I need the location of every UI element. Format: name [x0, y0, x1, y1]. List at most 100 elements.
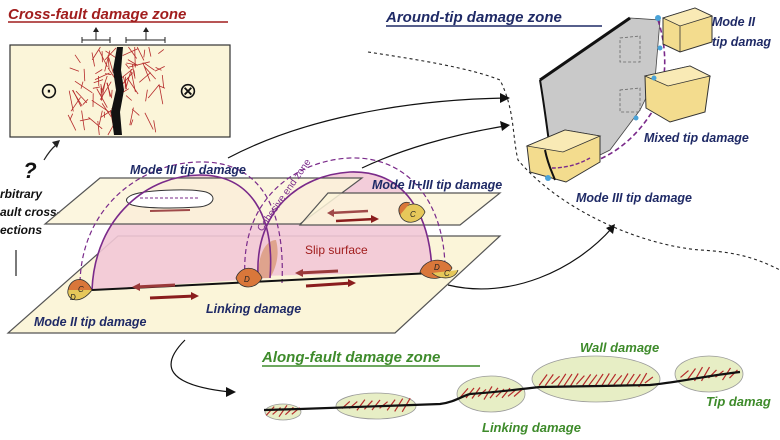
inset-fracture — [125, 95, 132, 101]
along-fracture — [619, 373, 629, 387]
connector-arrows — [170, 97, 613, 393]
tip-mode2-label-line1: Mode II — [712, 15, 756, 29]
inset-fracture — [154, 66, 165, 72]
along-fracture — [631, 373, 641, 387]
tip-point-1 — [655, 15, 661, 21]
zone-c-label-4: C — [410, 210, 416, 219]
along-fracture — [569, 373, 579, 387]
along-fracture — [551, 375, 561, 385]
along-fracture — [563, 373, 573, 387]
inset-fracture — [143, 62, 155, 71]
inset-fracture — [80, 81, 84, 89]
inset-fracture — [125, 63, 130, 70]
damage-ellipse-5 — [674, 355, 744, 393]
inset-fracture — [74, 80, 93, 94]
inset-fracture — [126, 62, 136, 66]
along-fracture — [575, 375, 585, 385]
along-fracture — [687, 368, 696, 380]
arbitrary-text-line2: ault cross- — [0, 205, 61, 219]
along-fracture — [356, 399, 366, 411]
inset-fracture — [143, 49, 146, 58]
inset-fracture — [125, 68, 132, 88]
along-fracture — [600, 373, 610, 387]
mode3-tip-label: Mode III tip damage — [130, 163, 246, 177]
inset-fracture — [98, 49, 108, 68]
inset-fracture — [126, 77, 139, 95]
linking-damage-label: Linking damage — [206, 302, 301, 316]
tip-point-2 — [657, 45, 663, 51]
along-fracture — [594, 373, 604, 387]
inset-fracture — [144, 112, 154, 130]
cohesive-outline-left — [79, 161, 283, 291]
linking-damage-lobe — [235, 267, 263, 288]
along-fracture — [371, 399, 381, 411]
arrowhead-4-icon — [226, 387, 236, 397]
inset-fracture — [158, 85, 164, 105]
slip-arrow-4 — [305, 281, 353, 288]
along-fracture — [588, 374, 598, 386]
tip-mode2-label-line2: tip damag — [712, 35, 771, 49]
inset-fracture — [97, 120, 100, 136]
inset-fracture — [107, 67, 115, 79]
inset-fracture — [106, 82, 112, 97]
inset-fracture — [134, 46, 136, 68]
tip-point-3 — [651, 75, 657, 81]
inset-fracture — [130, 119, 134, 126]
inset-fracture — [107, 55, 110, 70]
tip-fault-edge — [539, 16, 631, 82]
zone-d-label-1: D — [70, 293, 76, 302]
along-fracture — [538, 374, 548, 386]
slip-arrow-3 — [297, 269, 339, 275]
into-page-icon: ⊗ — [179, 79, 197, 104]
damage-ellipse-3 — [456, 375, 526, 413]
slip-arrow-1 — [134, 283, 176, 289]
mode3-tip-blob — [126, 189, 214, 209]
inset-pointer-line — [43, 144, 57, 161]
inset-fracture — [95, 69, 103, 75]
inset-fracture — [161, 75, 165, 88]
inset-fracture — [108, 57, 114, 73]
inset-fracture — [133, 70, 136, 79]
inset-fracture — [79, 118, 91, 122]
inset-fracture — [75, 90, 88, 104]
mixed-tip-label: Mixed tip damage — [644, 131, 749, 145]
inset-pointer-arrow-icon — [52, 140, 60, 148]
arbitrary-text-line1: rbitrary — [0, 187, 43, 201]
arrow-to-around-tip-2 — [361, 125, 506, 169]
zone-c-label-1: C — [78, 285, 84, 294]
along-fracture — [265, 406, 275, 416]
linking-damage-along-label: Linking damage — [482, 420, 581, 435]
slip-arrow-2 — [149, 294, 196, 300]
inset-fracture — [91, 52, 95, 67]
around-tip-boundary — [367, 51, 780, 271]
tip-damage-along-label: Tip damag — [706, 394, 771, 409]
cohesive-outline-right — [244, 157, 446, 279]
along-fracture — [680, 370, 689, 378]
inset-fracture — [104, 50, 111, 72]
around-tip-panel: Around-tip damage zone Mode II tip damag… — [385, 7, 771, 205]
slip-surface-label: Slip surface — [305, 243, 368, 257]
inset-fracture — [72, 89, 83, 107]
inset-fracture — [129, 107, 134, 126]
inset-fracture — [136, 46, 145, 61]
inset-fracture — [155, 67, 162, 71]
along-fracture — [582, 374, 592, 386]
along-fracture — [513, 389, 523, 397]
along-fracture — [544, 374, 554, 386]
along-fault-trace — [263, 370, 741, 412]
inset-fracture — [101, 103, 112, 117]
along-fracture — [607, 373, 617, 387]
inset-fracture — [82, 99, 89, 105]
inset-fracture — [92, 86, 101, 89]
along-fracture — [700, 366, 711, 382]
out-of-page-icon: ⊙ — [40, 79, 58, 104]
inset-fracture — [143, 65, 156, 80]
along-fracture — [625, 373, 635, 387]
question-mark: ? — [23, 158, 36, 183]
wall-damage-label: Wall damage — [580, 340, 659, 355]
mode23-tip-label: Mode II+III tip damage — [372, 178, 502, 192]
tip-point-4 — [633, 115, 639, 121]
fault-model: C D D D C C Mode III tip damage Mode II+… — [6, 157, 502, 334]
arrow-to-around-tip-3 — [447, 227, 613, 290]
